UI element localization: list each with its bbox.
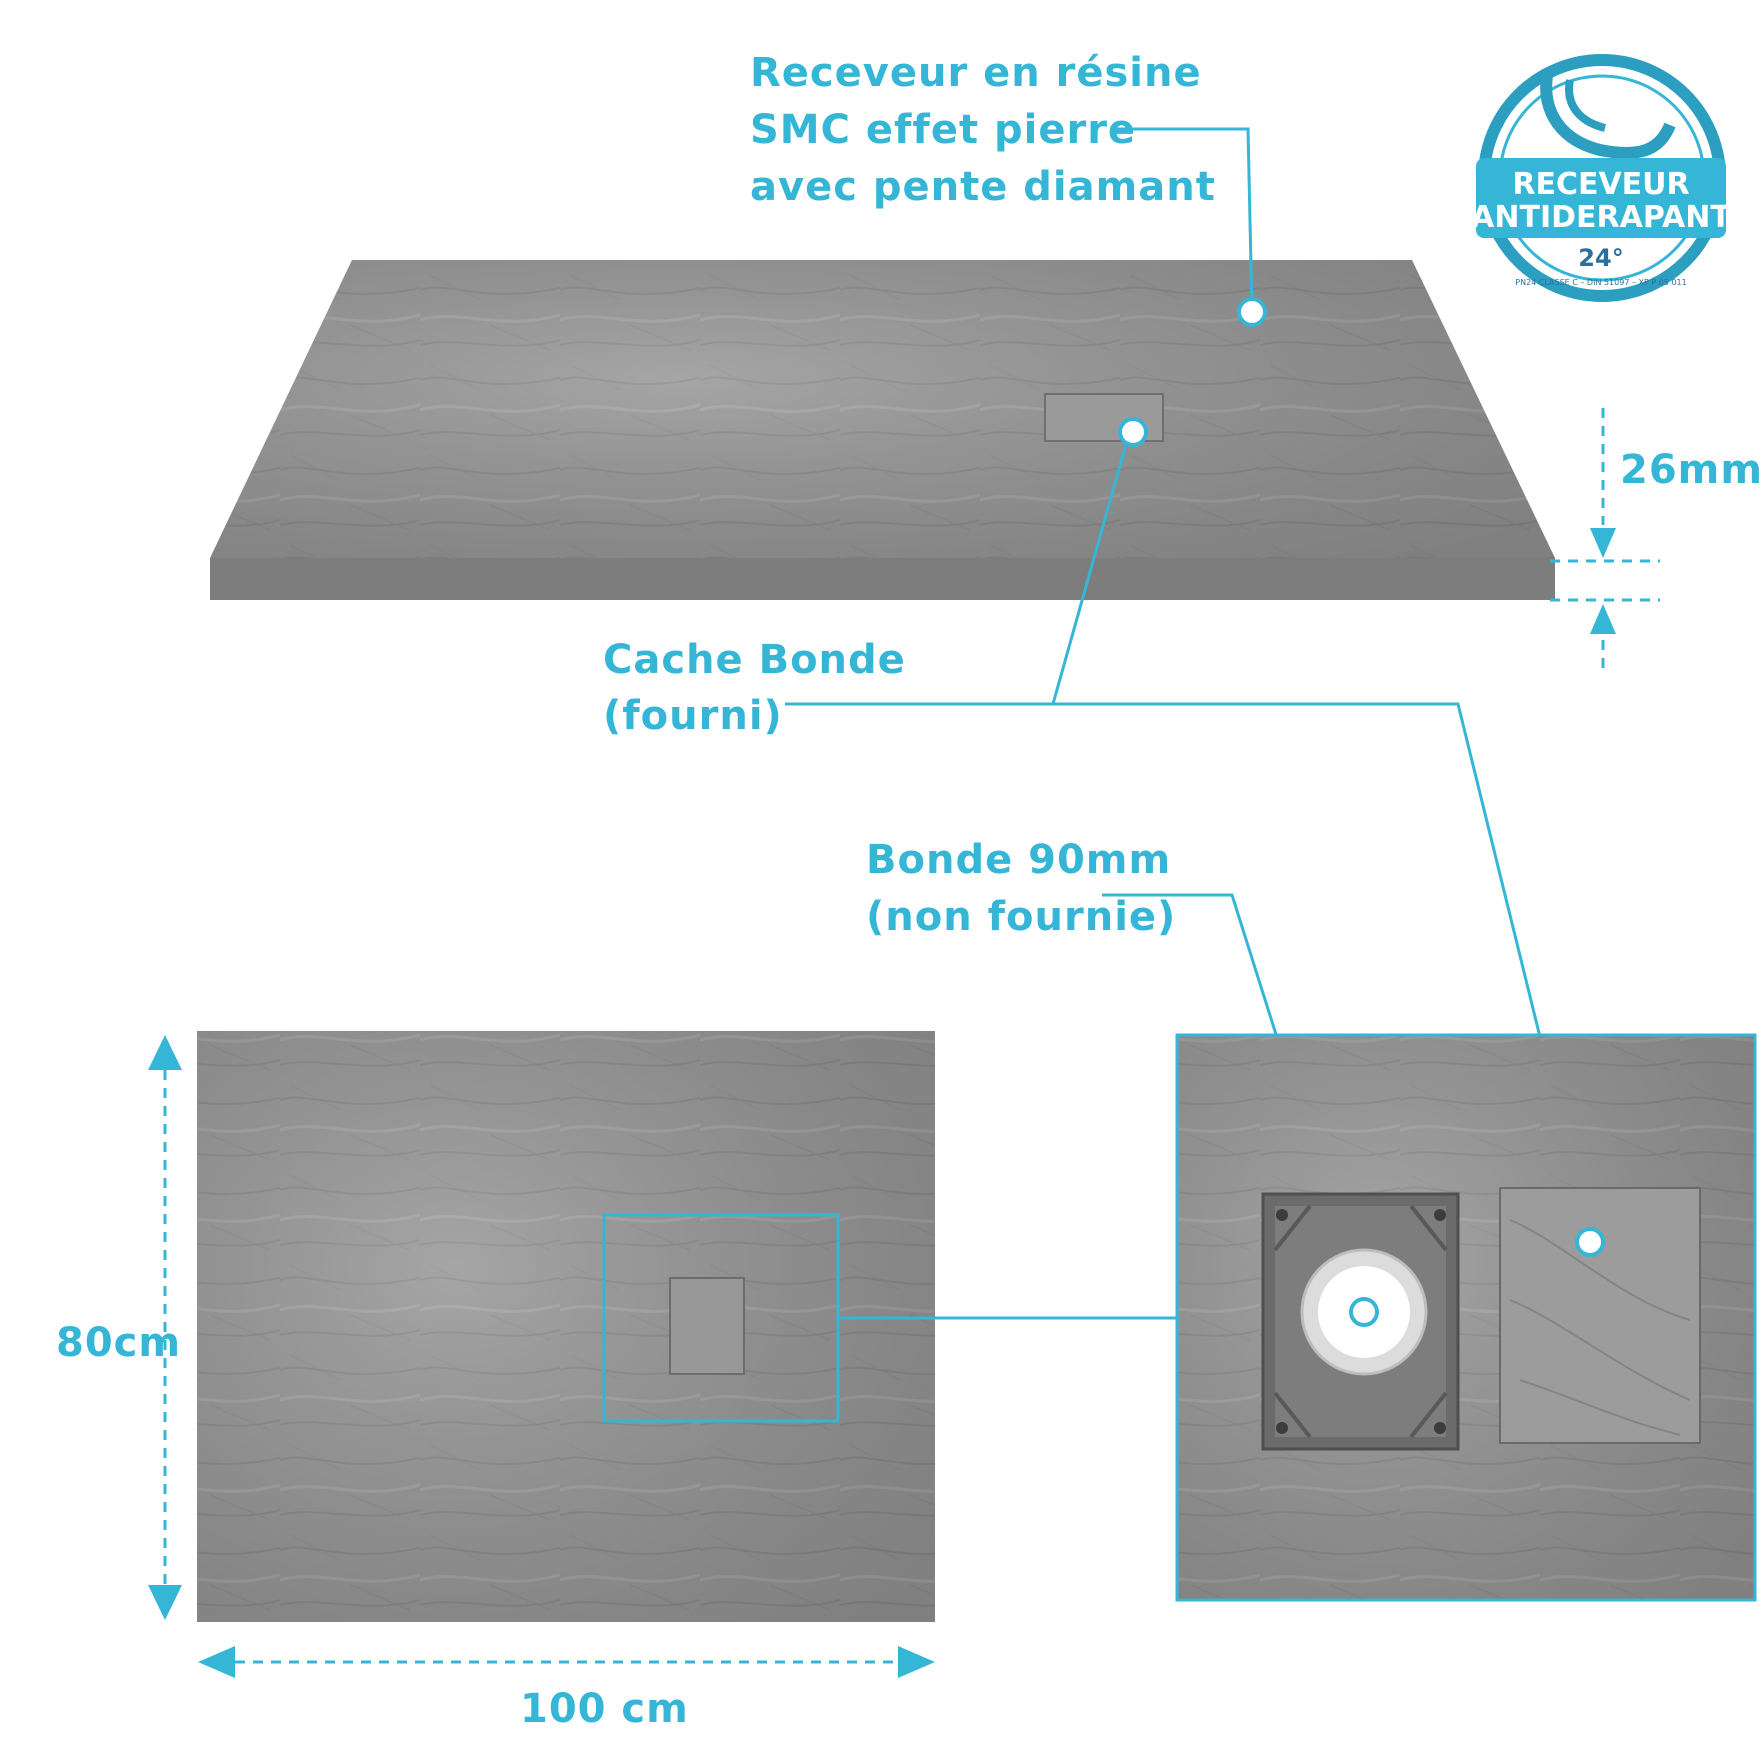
badge-angle: 24° [1578,244,1623,272]
marker-drain-cover-top [1118,417,1148,447]
label-material-line1: Receveur en résine [750,50,1202,96]
marker-drain [1349,1297,1379,1327]
arrow-up-icon [1590,604,1616,634]
drain-detail [1175,1033,1757,1602]
callout-cache-bonde: Cache Bonde (fourni) [603,417,1592,1241]
callout-bonde: Bonde 90mm (non fournie) [866,837,1365,1311]
label-material-line2: SMC effet pierre [750,107,1136,153]
arrow-up-icon [148,1035,182,1070]
label-bonde-line1: Bonde 90mm [866,837,1171,883]
badge-line2: ANTIDERAPANT [1471,200,1731,235]
callout-tray-material: Receveur en résine SMC effet pierre avec… [750,50,1267,327]
arrow-down-icon [1590,528,1616,558]
marker-cache-plate [1575,1227,1605,1257]
marker-tray-surface [1237,297,1267,327]
drain-cover-plan [669,1277,745,1375]
tray-top-view [197,1031,1177,1622]
label-material-line3: avec pente diamant [750,164,1216,210]
arrow-left-icon [198,1646,235,1678]
tray-front-edge [210,558,1555,600]
label-cache-line1: Cache Bonde [603,637,906,683]
badge-norm: PN24 CLASSE C – DIN 51097 – XP P 05 011 [1515,278,1686,287]
cache-bonde-plate [1499,1187,1701,1444]
arrow-down-icon [148,1585,182,1620]
label-cache-line2: (fourni) [603,693,783,739]
label-bonde-line2: (non fournie) [866,894,1176,940]
foot-icon [1540,68,1676,159]
tray-perspective [210,260,1555,600]
thickness-dimension: 26mm [1550,408,1763,675]
arrow-right-icon [898,1646,935,1678]
antislip-badge: RECEVEUR ANTIDERAPANT 24° PN24 CLASSE C … [1471,54,1731,302]
badge-line1: RECEVEUR [1512,167,1689,202]
label-length: 100 cm [520,1686,689,1732]
length-dimension: 100 cm [198,1646,935,1732]
width-dimension: 80cm [56,1035,182,1620]
label-width: 80cm [56,1320,181,1366]
label-thickness: 26mm [1620,447,1763,493]
